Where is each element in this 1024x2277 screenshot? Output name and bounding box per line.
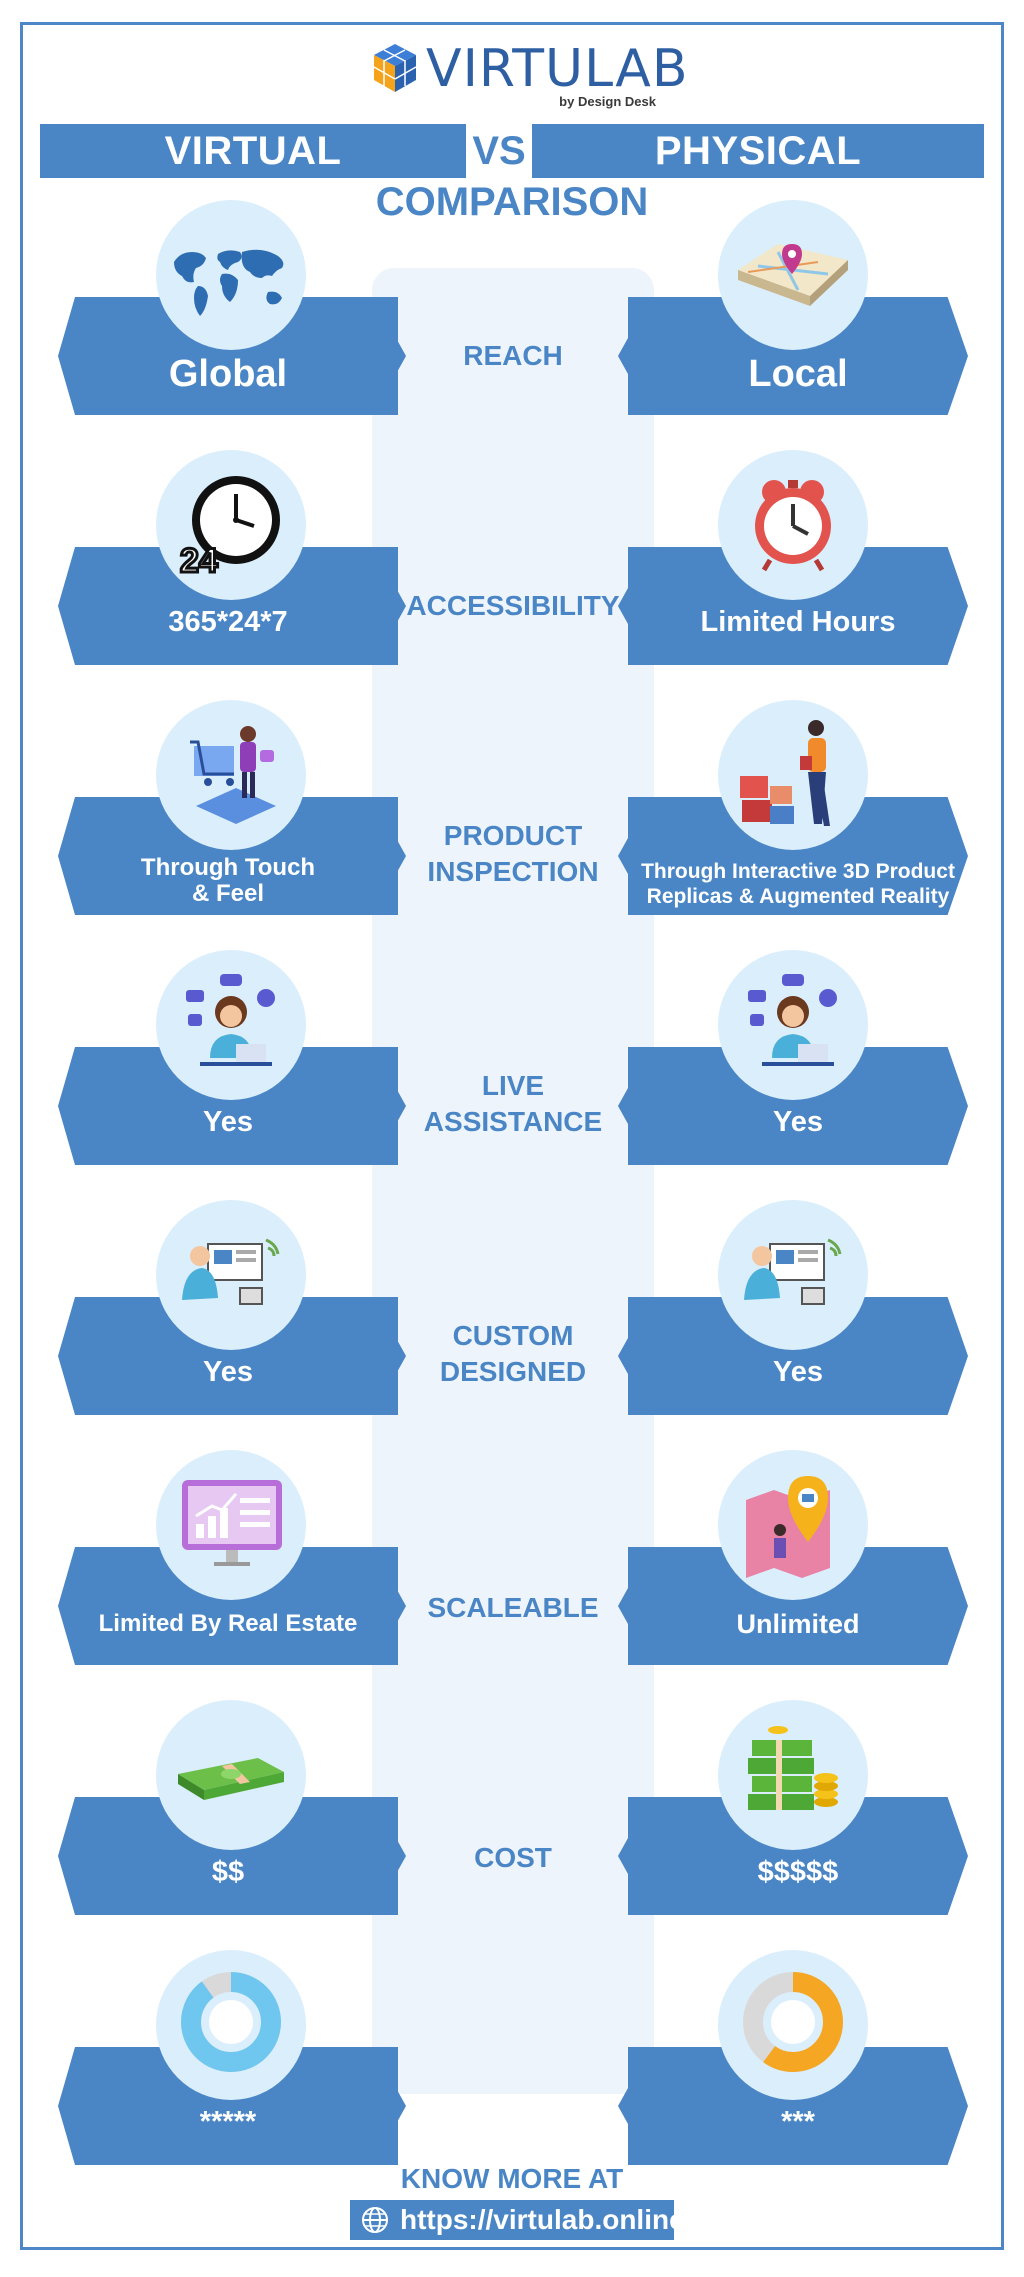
criterion-label: PRODUCT INSPECTION bbox=[372, 818, 654, 890]
banner-notch bbox=[396, 838, 406, 874]
criterion-label-line: PRODUCT bbox=[443, 820, 583, 851]
page-frame bbox=[20, 22, 1004, 2250]
physical-value-line: Replicas & Augmented Reality bbox=[646, 885, 950, 908]
virtual-value-banner: Through Touch & Feel bbox=[58, 797, 398, 915]
virtual-value: Yes bbox=[203, 1106, 253, 1138]
globe-icon bbox=[362, 2207, 388, 2233]
center-column bbox=[372, 268, 654, 2094]
online-shopping-icon bbox=[156, 700, 306, 850]
cash-bundle-icon bbox=[156, 1700, 306, 1850]
virtual-value: 365*24*7 bbox=[168, 606, 288, 638]
designer-icon bbox=[718, 1200, 868, 1350]
banner-notch bbox=[396, 1088, 406, 1124]
physical-value: Through Interactive 3D Product Replicas … bbox=[628, 859, 968, 909]
virtual-value: Yes bbox=[203, 1356, 253, 1388]
support-agent-icon bbox=[718, 950, 868, 1100]
brand-name: VIRTULAB bbox=[426, 39, 689, 99]
comparison-row-cost: $$ $$$$$ COST bbox=[0, 1700, 1024, 1950]
cube-logo-icon bbox=[373, 44, 417, 92]
physical-value-line: Through Interactive 3D Product bbox=[641, 860, 955, 883]
criterion-label-line: SCALEABLE bbox=[427, 1592, 599, 1623]
physical-value: Yes bbox=[773, 1356, 823, 1388]
designer-icon bbox=[156, 1200, 306, 1350]
criterion-label: ACCESSIBILITY bbox=[372, 588, 654, 624]
virtual-value: ***** bbox=[199, 2106, 257, 2138]
footer-cta: KNOW MORE AT bbox=[400, 2163, 624, 2194]
shopper-icon bbox=[718, 700, 868, 850]
comparison-row-product-inspection: Through Touch & Feel Through Interactive… bbox=[0, 700, 1024, 950]
virtual-value: Limited By Real Estate bbox=[98, 1610, 358, 1637]
physical-value: Unlimited bbox=[736, 1609, 860, 1639]
comparison-row-accessibility: 365*24*7 Limited Hours 24 ACCESSIBILIT bbox=[0, 450, 1024, 700]
title-vs: VS bbox=[472, 129, 526, 173]
clock-24-icon: 24 bbox=[156, 450, 306, 600]
criterion-label-line: ACCESSIBILITY bbox=[406, 590, 620, 621]
growth-monitor-icon bbox=[156, 1450, 306, 1600]
donut-blue-icon bbox=[156, 1950, 306, 2100]
criterion-label-line: INSPECTION bbox=[427, 856, 599, 887]
comparison-row-rating: ***** *** bbox=[0, 1950, 1024, 2200]
banner-notch bbox=[396, 1588, 406, 1624]
virtual-value-line: & Feel bbox=[191, 880, 265, 907]
banner-notch bbox=[618, 1588, 628, 1624]
physical-value: *** bbox=[781, 2106, 815, 2138]
physical-value: $$$$$ bbox=[757, 1856, 839, 1888]
page-title: VIRTUAL SHOWROOM VS PHYSICAL SHOWROOM bbox=[40, 124, 984, 227]
website-url: https://virtulab.online bbox=[400, 2204, 685, 2235]
virtual-value: Through Touch & Feel bbox=[58, 855, 398, 907]
banner-notch bbox=[396, 588, 406, 624]
criterion-label: SCALEABLE bbox=[372, 1590, 654, 1626]
banner-notch bbox=[618, 2088, 628, 2124]
banner-notch bbox=[396, 1338, 406, 1374]
physical-value: Limited Hours bbox=[700, 606, 896, 638]
physical-value: Local bbox=[748, 353, 848, 395]
banner-notch bbox=[396, 338, 406, 374]
virtual-value: Global bbox=[168, 353, 288, 395]
criterion-label: COST bbox=[372, 1840, 654, 1876]
comparison-row-scaleable: Limited By Real Estate Unlimited bbox=[0, 1450, 1024, 1700]
banner-notch bbox=[618, 338, 628, 374]
svg-text:24: 24 bbox=[180, 542, 218, 580]
location-map-icon bbox=[718, 1450, 868, 1600]
virtual-value-banner: ***** bbox=[58, 2047, 398, 2165]
support-agent-icon bbox=[156, 950, 306, 1100]
alarm-clock-icon bbox=[718, 450, 868, 600]
brand-tagline: by Design Desk bbox=[559, 94, 656, 109]
criterion-label-line: REACH bbox=[463, 340, 563, 371]
criterion-label-line: CUSTOM bbox=[452, 1320, 574, 1351]
banner-notch bbox=[618, 588, 628, 624]
brand-logo[interactable]: VIRTULAB by Design Desk bbox=[372, 38, 688, 109]
comparison-row-custom-designed: Yes Yes CUSTOM DESIGNED bbox=[0, 1200, 1024, 1450]
banner-notch bbox=[618, 1088, 628, 1124]
title-virtual: VIRTUAL SHOWROOM bbox=[40, 124, 466, 227]
criterion-label: REACH bbox=[372, 338, 654, 374]
title-subtitle: COMPARISON bbox=[375, 180, 649, 224]
cash-stack-icon bbox=[718, 1700, 868, 1850]
criterion-label-line: LIVE bbox=[481, 1070, 545, 1101]
banner-notch bbox=[396, 1838, 406, 1874]
criterion-label-line: DESIGNED bbox=[439, 1356, 587, 1387]
map-pin-icon bbox=[718, 200, 868, 350]
criterion-label-line: COST bbox=[474, 1842, 552, 1873]
title-physical: PHYSICAL SHOWROOM bbox=[532, 124, 984, 227]
comparison-row-live-assistance: Yes Yes LIVE bbox=[0, 950, 1024, 1200]
donut-orange-icon bbox=[718, 1950, 868, 2100]
banner-notch bbox=[618, 1838, 628, 1874]
virtual-value: $$ bbox=[211, 1856, 245, 1888]
criterion-label-line: ASSISTANCE bbox=[423, 1106, 603, 1137]
banner-notch bbox=[618, 1338, 628, 1374]
physical-value: Yes bbox=[773, 1106, 823, 1138]
virtual-value-line: Through Touch bbox=[140, 854, 316, 881]
comparison-row-reach: Global Local REACH bbox=[0, 200, 1024, 450]
world-map-icon bbox=[156, 200, 306, 350]
website-link[interactable]: https://virtulab.online bbox=[350, 2200, 685, 2240]
criterion-label: LIVE ASSISTANCE bbox=[372, 1068, 654, 1140]
physical-value-banner: Local bbox=[628, 297, 968, 415]
criterion-label: CUSTOM DESIGNED bbox=[372, 1318, 654, 1390]
virtual-value-banner: Yes bbox=[58, 1047, 398, 1165]
banner-notch bbox=[618, 838, 628, 874]
banner-notch bbox=[396, 2088, 406, 2124]
